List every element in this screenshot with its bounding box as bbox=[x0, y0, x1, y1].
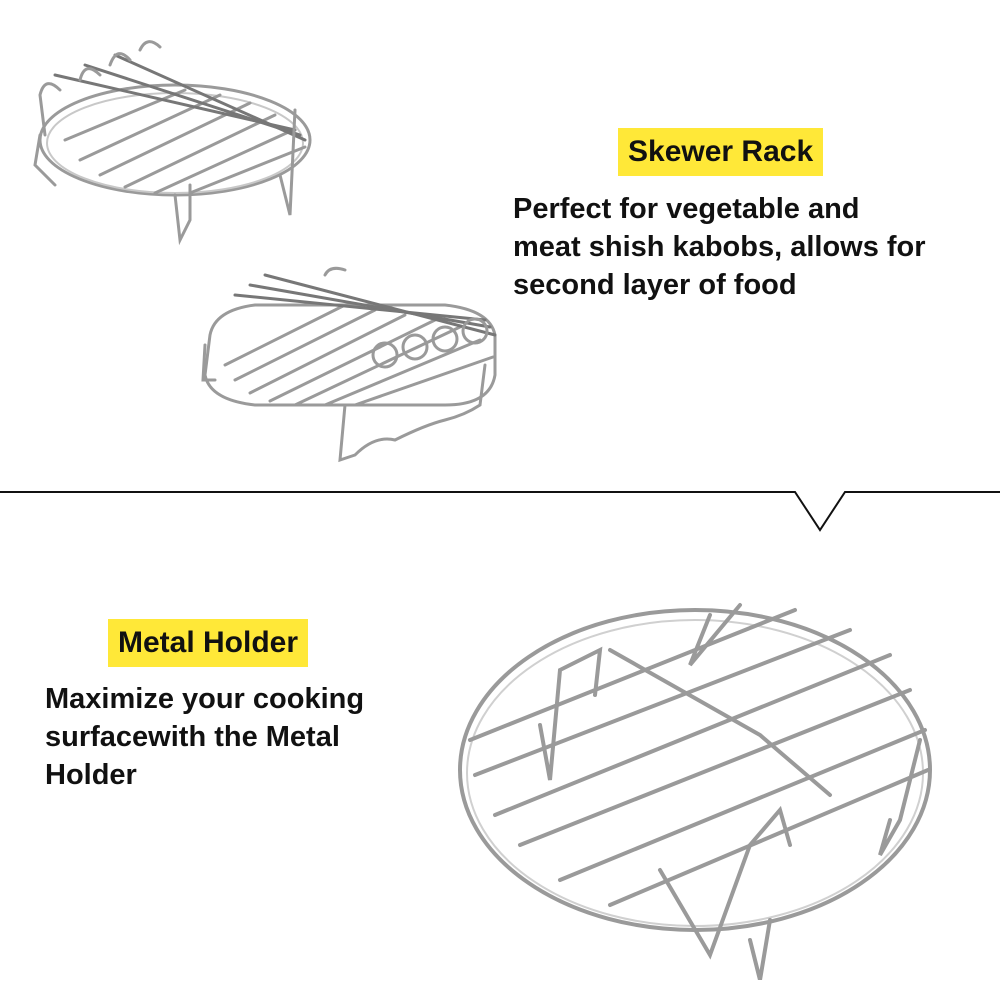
skewer-rack-title: Skewer Rack bbox=[618, 128, 824, 176]
skewer-rack-description: Perfect for vegetable and meat shish kab… bbox=[513, 190, 993, 304]
metal-holder-description: Maximize your cooking surfacewith the Me… bbox=[45, 680, 445, 794]
round-skewer-rack-image bbox=[25, 35, 315, 255]
metal-holder-description-line: Holder bbox=[45, 759, 137, 791]
section-divider bbox=[0, 480, 1000, 540]
metal-holder-description-line: surfacewith the Metal bbox=[45, 721, 340, 753]
skewer-rack-description-line: second layer of food bbox=[513, 269, 797, 301]
square-skewer-rack-image bbox=[195, 265, 510, 470]
skewer-rack-description-line: meat shish kabobs, allows for bbox=[513, 231, 926, 263]
skewer-rack-description-line: Perfect for vegetable and bbox=[513, 193, 860, 225]
metal-holder-image bbox=[450, 595, 950, 980]
metal-holder-title: Metal Holder bbox=[108, 619, 309, 667]
metal-holder-description-line: Maximize your cooking bbox=[45, 683, 365, 715]
